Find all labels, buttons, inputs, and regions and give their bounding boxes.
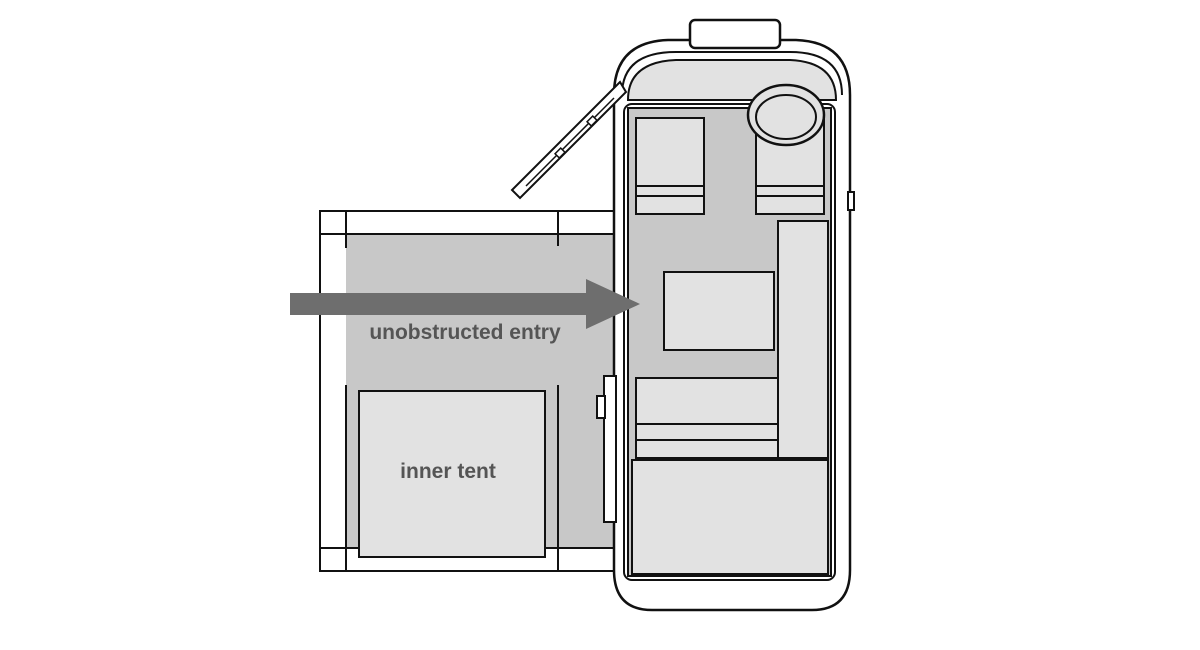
sliding-door — [603, 375, 617, 523]
inner-tent-label: inner tent — [400, 460, 496, 483]
van — [510, 18, 855, 612]
entry-arrow-shape — [290, 279, 640, 329]
driver-seat — [635, 117, 705, 215]
sliding-door-handle — [596, 395, 606, 419]
rear-bench — [635, 377, 779, 459]
entry-arrow: unobstructed entry — [290, 279, 640, 344]
van-front-bumper — [621, 51, 843, 96]
entry-label: unobstructed entry — [369, 321, 561, 344]
steering-wheel-inner — [755, 94, 817, 140]
door-hinge-1 — [585, 114, 599, 128]
open-front-door — [510, 80, 628, 200]
kitchen-counter — [777, 220, 829, 459]
inner-tent: inner tent — [358, 390, 546, 558]
open-front-door-inner — [525, 97, 615, 187]
van-front-spare-box — [688, 18, 782, 50]
table — [663, 271, 775, 351]
inner-tent-shape — [358, 390, 546, 558]
door-hinge-2 — [553, 146, 567, 160]
right-mirror — [847, 191, 855, 211]
rear-bed — [631, 459, 829, 575]
van-inner-wall — [623, 103, 836, 581]
